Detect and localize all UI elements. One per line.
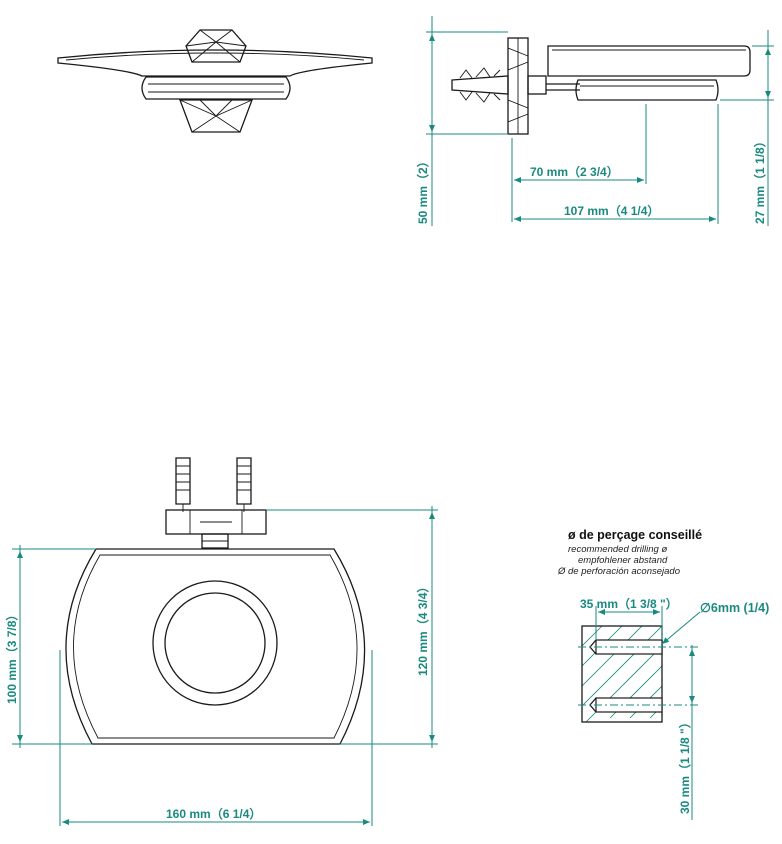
dim-drill-depth: 30 mm（1 1/8 "） [677,716,692,814]
side-view-soap-dish [451,37,751,135]
drilling-note-title: ø de perçage conseillé [568,528,703,542]
drilling-note-es: Ø de perforación aconsejado [558,566,680,577]
dim-side-thickness: 27 mm（1 1/8） [752,135,767,224]
front-view-soap-dish [65,457,366,745]
dim-front-inner-height: 100 mm（3 7/8） [4,609,19,704]
drilling-note-en: recommended drilling ø [568,544,668,555]
side-view-dimensions [426,16,774,226]
front-view-dimensions [12,506,438,826]
dim-drill-diameter: ∅6mm (1/4) [700,601,769,615]
drilling-section [578,606,701,820]
dim-side-depth: 107 mm（4 1/4） [564,203,659,218]
drilling-note-de: empfohlener abstand [578,555,668,566]
dim-side-height: 50 mm（2） [415,155,430,224]
dim-front-height: 120 mm（4 3/4） [415,581,430,676]
dim-front-width: 160 mm（6 1/4） [166,806,261,821]
dim-side-projection: 70 mm（2 3/4） [530,164,619,179]
dim-drill-spacing: 35 mm（1 3/8 "） [580,596,678,611]
top-view-soap-dish [57,29,373,133]
